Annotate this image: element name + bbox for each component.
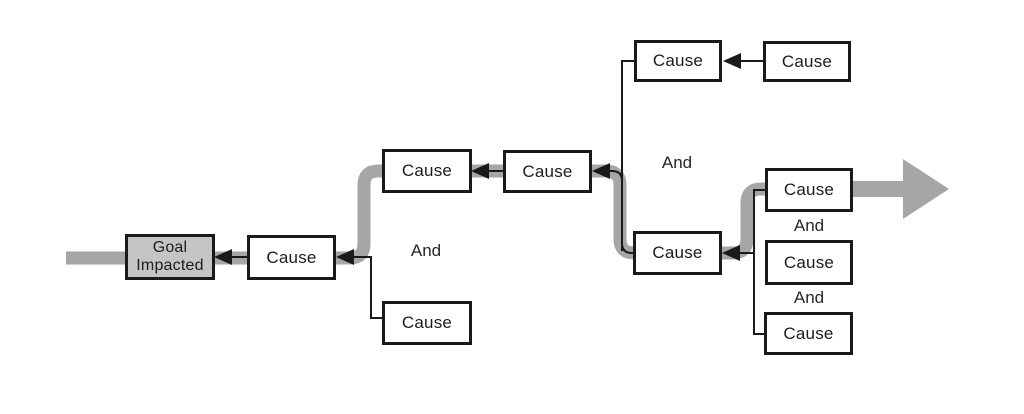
node-cause-6: Cause xyxy=(633,231,722,275)
node-cause-7: Cause xyxy=(765,168,853,212)
arrowhead-into-cause3-icon xyxy=(592,163,610,179)
connector-junction-to-cause1 xyxy=(352,256,383,319)
and-label-2: And xyxy=(661,153,693,172)
node-cause-8: Cause xyxy=(765,240,853,285)
node-cause-4: Cause xyxy=(634,40,722,82)
node-cause-1: Cause xyxy=(247,235,336,280)
arrowhead-into-cause6-icon xyxy=(722,245,740,261)
and-label-3: And xyxy=(793,216,825,235)
node-cause-9: Cause xyxy=(764,312,853,355)
node-cause-10: Cause xyxy=(382,301,472,345)
connector-cause4-to-cause6 xyxy=(621,60,635,251)
and-label-1: And xyxy=(410,241,442,260)
node-cause-5: Cause xyxy=(763,41,851,82)
arrowhead-into-cause2-icon xyxy=(471,163,489,179)
and-label-4: And xyxy=(793,288,825,307)
highlight-path xyxy=(66,164,853,265)
node-cause-2: Cause xyxy=(382,149,472,193)
continuation-arrow-icon xyxy=(853,159,949,219)
node-goal-impacted: Goal Impacted xyxy=(125,234,215,280)
arrowhead-into-cause1-icon xyxy=(336,249,354,265)
arrowhead-into-goal-icon xyxy=(214,249,232,265)
goal-impacted-label: Goal Impacted xyxy=(136,239,203,275)
connector-right-stack-bracket xyxy=(753,189,765,335)
goal-label-line2: Impacted xyxy=(136,257,204,274)
arrowhead-into-cause4-icon xyxy=(723,53,741,69)
goal-label-line1: Goal xyxy=(152,239,188,257)
node-cause-3: Cause xyxy=(503,150,592,193)
